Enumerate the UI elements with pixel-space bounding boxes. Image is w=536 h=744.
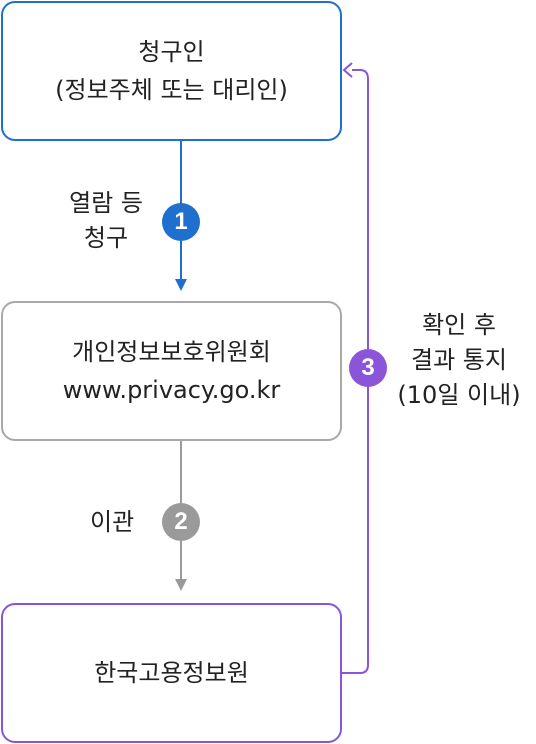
requester-subtitle: (정보주체 또는 대리인)	[55, 76, 288, 104]
step-3-label-line1: 확인 후	[422, 311, 496, 339]
commission-box: 개인정보보호위원회 www.privacy.go.kr	[1, 301, 342, 441]
arrow-2-head	[175, 579, 187, 591]
step-3-badge: 3	[349, 349, 387, 387]
arrow-1-head	[175, 279, 187, 291]
commission-url: www.privacy.go.kr	[62, 376, 281, 404]
commission-title: 개인정보보호위원회	[72, 338, 271, 366]
requester-box: 청구인 (정보주체 또는 대리인)	[1, 1, 342, 141]
step-1-label-line2: 청구	[83, 224, 129, 252]
step-2-label: 이관	[90, 505, 134, 540]
keis-title: 한국고용정보원	[94, 659, 249, 687]
step-1-badge: 1	[162, 203, 200, 241]
step-2-badge: 2	[162, 503, 200, 541]
requester-title: 청구인	[138, 38, 205, 66]
step-3-label-line3: (10일 이내)	[397, 381, 521, 409]
step-1-label: 열람 등 청구	[44, 186, 168, 256]
step-3-label: 확인 후 결과 통지 (10일 이내)	[382, 308, 536, 413]
step-2-label-line1: 이관	[90, 508, 135, 536]
step-3-label-line2: 결과 통지	[411, 346, 507, 374]
step-1-label-line1: 열람 등	[69, 189, 143, 217]
arrow-3-head	[342, 62, 353, 78]
keis-box: 한국고용정보원	[1, 603, 342, 743]
